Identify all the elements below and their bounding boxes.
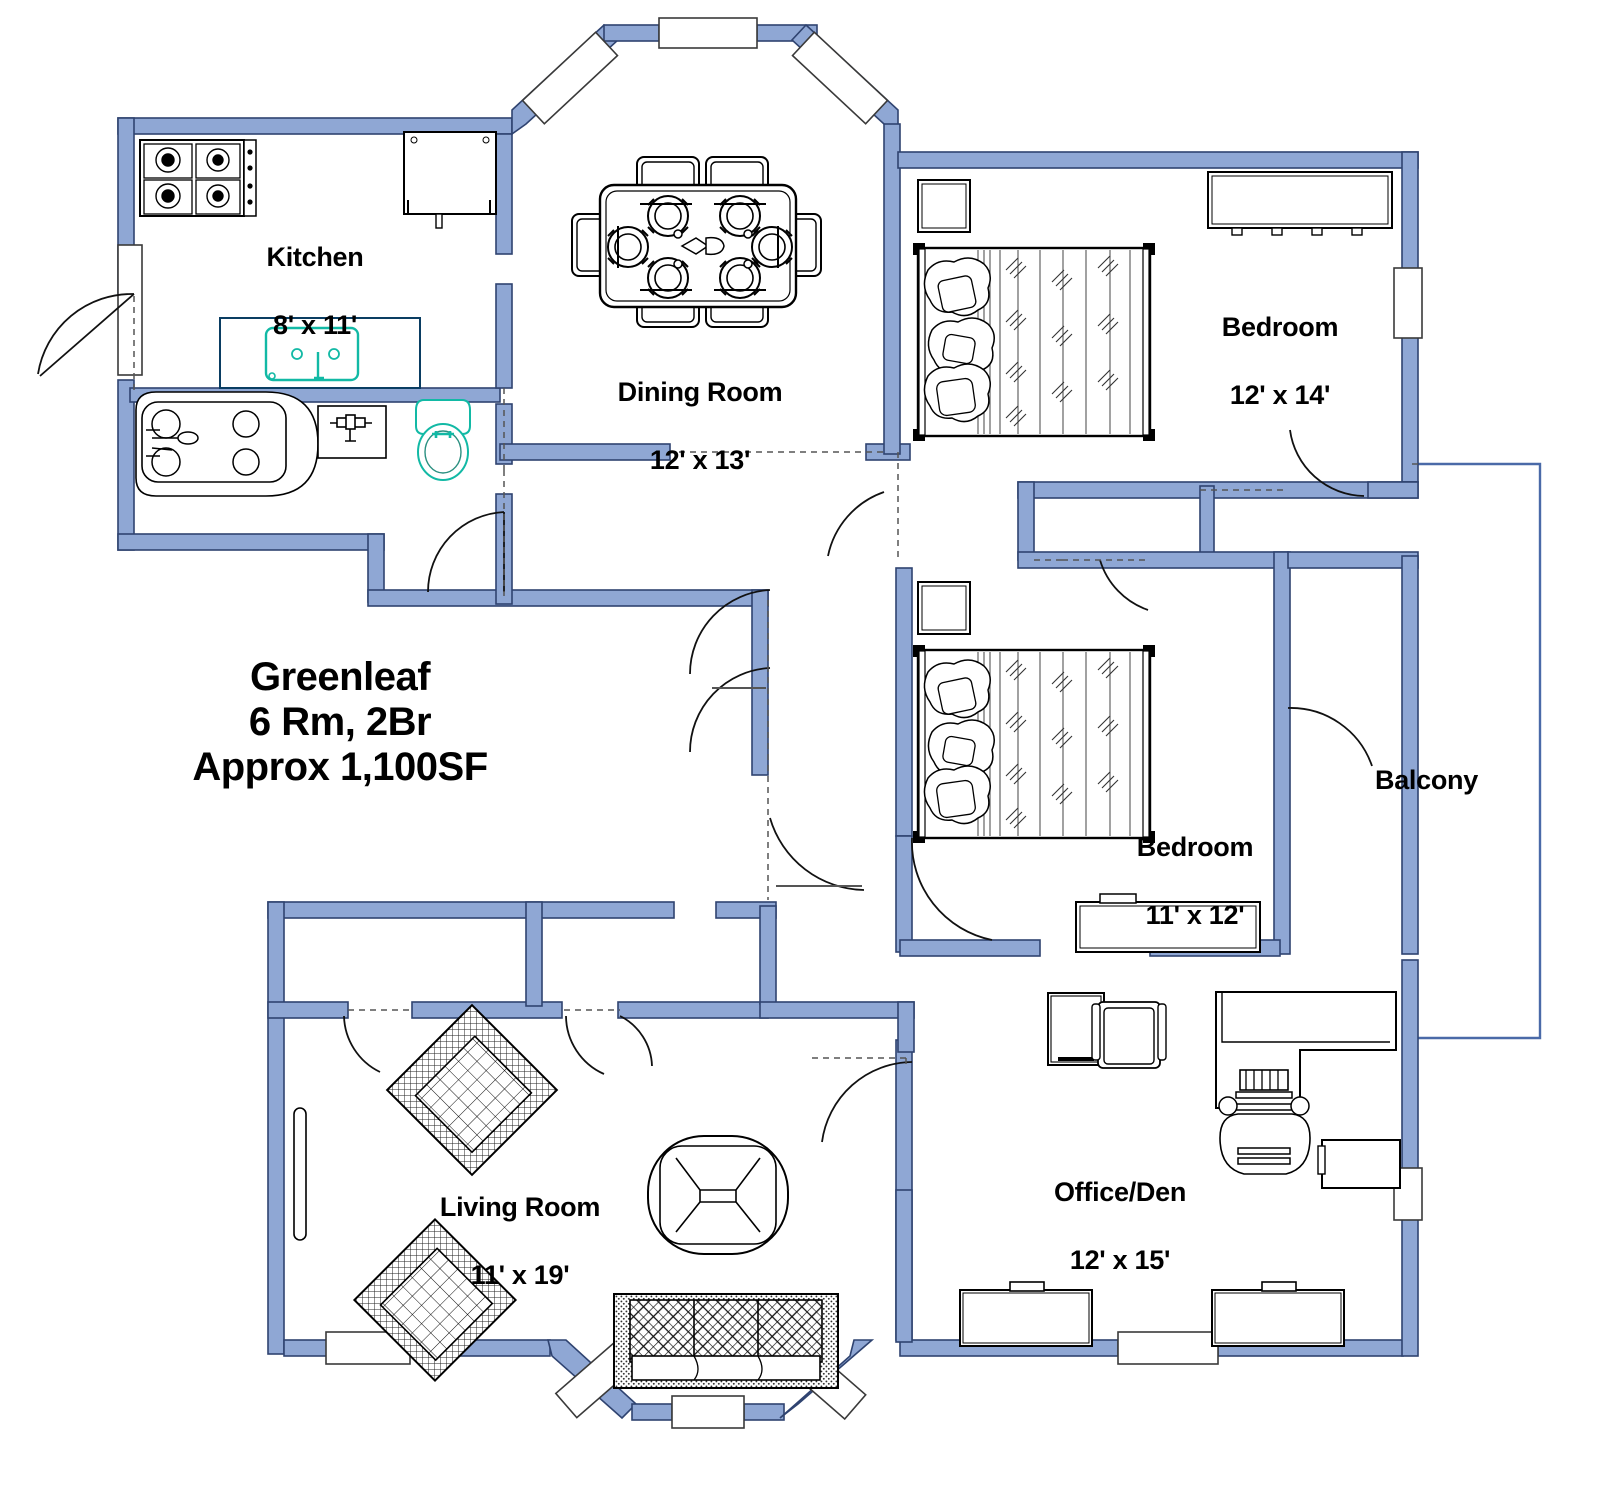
room-label-living-room: Living Room 11' x 19': [405, 1155, 635, 1327]
plan-title-line-3: Approx 1,100SF: [192, 744, 488, 789]
room-name: Dining Room: [617, 376, 783, 407]
dresser: [1207, 171, 1393, 236]
nightstand: [917, 581, 971, 635]
bed: [911, 241, 1157, 443]
area-label-balcony: Balcony: [1375, 728, 1545, 833]
kitchen-sink: [264, 326, 360, 382]
room-dimensions: 12' x 15': [1069, 1244, 1171, 1275]
bathtub: [135, 391, 319, 497]
office-chair: [1218, 1069, 1311, 1175]
toilet: [415, 399, 471, 481]
room-dimensions: 11' x 19': [470, 1259, 570, 1290]
room-label-dining-room: Dining Room 12' x 13': [575, 340, 825, 512]
doors: [37, 293, 1418, 1143]
dining-table: [571, 156, 822, 328]
walls: [117, 23, 1419, 1421]
room-dimensions: 12' x 13': [649, 444, 751, 475]
room-name: Kitchen: [266, 241, 364, 272]
plan-title-line-2: 6 Rm, 2Br: [248, 699, 432, 744]
armchair: [352, 1217, 518, 1383]
coffee-table: [647, 1135, 789, 1255]
vanity-sink: [317, 405, 387, 459]
plan-title-line-1: Greenleaf: [249, 655, 431, 699]
floor-lamp: [293, 1107, 307, 1241]
room-dimensions: 11' x 12': [1145, 899, 1245, 930]
refrigerator: [403, 131, 497, 229]
room-dimensions: 12' x 14': [1229, 379, 1331, 410]
room-name: Office/Den: [1053, 1176, 1187, 1207]
room-name: Bedroom: [1221, 311, 1339, 342]
closet-rod: [712, 687, 862, 887]
sofa: [613, 1293, 839, 1389]
office-visitor-chair: [1091, 1001, 1167, 1069]
armchair: [385, 1003, 559, 1177]
room-name: Living Room: [439, 1191, 601, 1222]
balcony-outline: [1412, 462, 1542, 1040]
dresser: [1075, 893, 1261, 953]
nightstand: [917, 179, 971, 233]
side-table: [1317, 1139, 1401, 1189]
stove-range: [139, 139, 257, 217]
room-label-kitchen: Kitchen 8' x 11': [205, 205, 425, 377]
room-label-bedroom-2: Bedroom 11' x 12': [1095, 795, 1295, 967]
room-dimensions: 8' x 11': [272, 309, 358, 340]
area-name: Balcony: [1375, 764, 1478, 795]
room-label-office-den: Office/Den 12' x 15': [1015, 1140, 1225, 1312]
room-label-bedroom-1: Bedroom 12' x 14': [1180, 275, 1380, 447]
room-name: Bedroom: [1136, 831, 1254, 862]
plan-title-block: Greenleaf 6 Rm, 2Br Approx 1,100SF: [140, 655, 540, 789]
